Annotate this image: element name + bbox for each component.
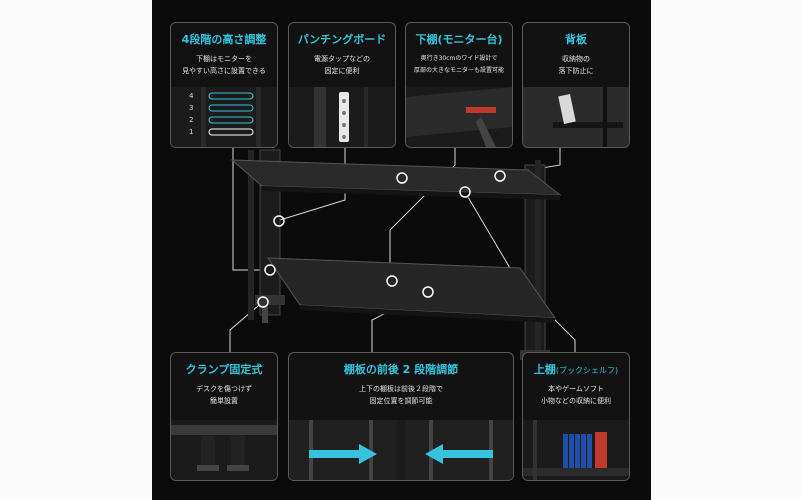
punching-board-photo [289,87,395,147]
card-title: 棚板の前後 2 段階調節 [343,363,459,376]
level-1: 1 [189,128,194,136]
height-adjust-photo: 4 3 2 1 [171,87,277,147]
marker-punching [273,215,285,227]
shelf-frame [230,149,562,370]
lower-shelf-photo [406,87,512,147]
callout-line-lower-shelf [389,147,456,280]
marker-height [264,264,276,276]
card-title: 下棚(モニター台) [415,33,503,46]
marker-backboard-a [396,172,408,184]
left-margin [0,0,152,500]
level-4: 4 [189,92,194,100]
arrow-left-icon [425,444,493,464]
right-margin [651,0,801,500]
arrow-right-icon [309,444,377,464]
card-clamp: クランプ固定式 デスクを傷つけず 簡単設置 [170,352,278,481]
card-title: 背板 [565,33,587,46]
callout-line-height [232,147,270,271]
marker-backboard [494,170,506,182]
card-title: 上棚(ブックシェルフ) [533,363,619,376]
card-title: 4段階の高さ調整 [181,33,267,46]
card-height-adjust: 4段階の高さ調整 下棚はモニターを 見やすい高さに設置できる 4 3 2 1 [170,22,278,148]
card-title: クランプ固定式 [185,363,263,376]
card-punching-board: パンチングボード 電源タップなどの 固定に便利 [288,22,396,148]
marker-clamp [257,296,269,308]
card-shelf-adjust: 棚板の前後 2 段階調節 上下の棚板は前後２段階で 固定位置を調節可能 [288,352,514,481]
marker-adjust [422,286,434,298]
upper-shelf-photo [523,420,629,480]
card-upper-shelf: 上棚(ブックシェルフ) 本やゲームソフト 小物などの収納に便利 [522,352,630,481]
shelf-adjust-photo [289,420,513,480]
backboard-photo [523,87,629,147]
level-2: 2 [189,116,194,124]
level-3: 3 [189,104,194,112]
card-backboard: 背板 収納物の 落下防止に [522,22,630,148]
clamp-photo [171,420,277,480]
marker-lower-shelf [386,275,398,287]
card-lower-shelf: 下棚(モニター台) 奥行き30cmのワイド設計で 厚部の大きなモニターも設置可能 [405,22,513,148]
card-title: パンチングボード [297,33,387,46]
marker-upper-shelf [459,186,471,198]
